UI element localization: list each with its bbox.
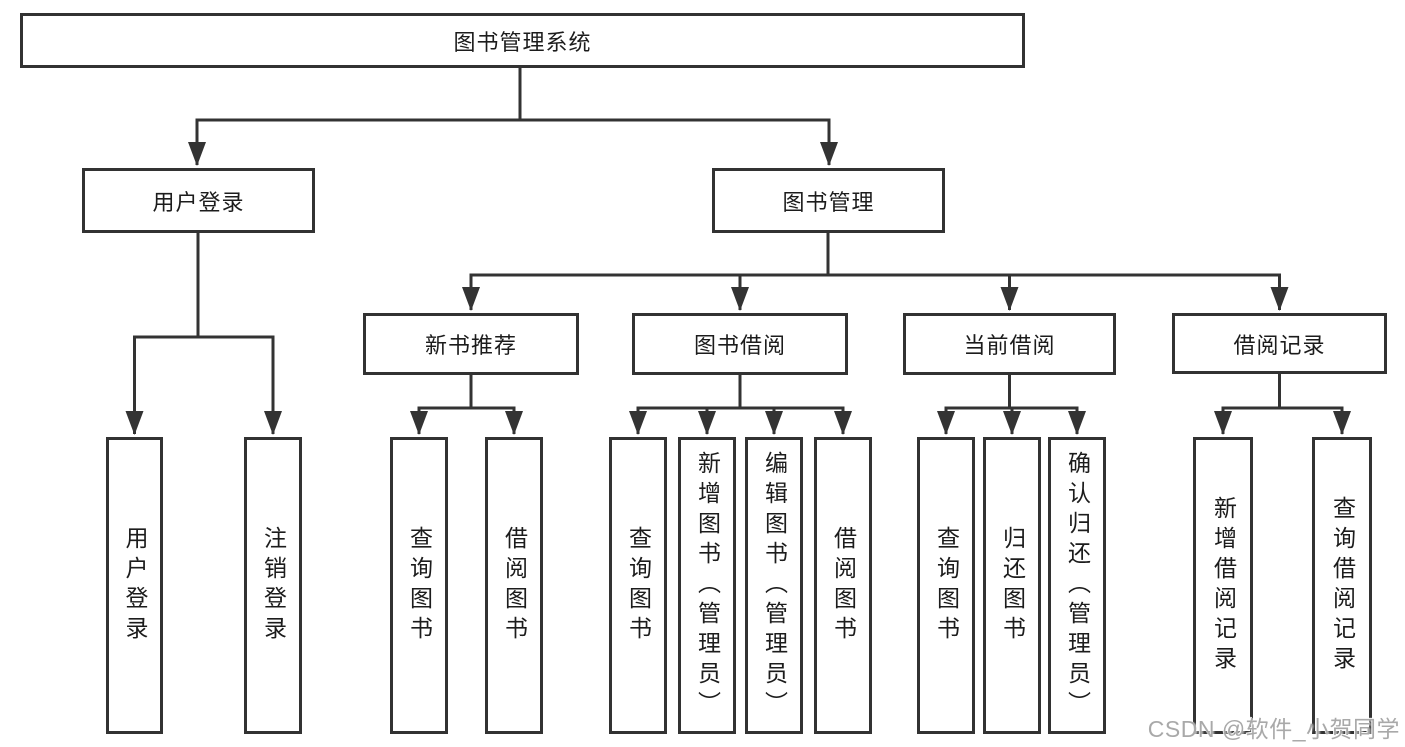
node-label: 图书借阅 bbox=[693, 333, 786, 358]
node-borrow-record: 借阅记录 bbox=[1172, 313, 1387, 374]
leaf-logout: 注销登录 bbox=[244, 437, 302, 734]
leaf-label: 新增借阅记录 bbox=[1210, 495, 1237, 676]
node-label: 新书推荐 bbox=[424, 333, 517, 358]
leaf-label: 编辑图书（管理员） bbox=[761, 450, 788, 721]
leaf-label: 归还图书 bbox=[999, 525, 1026, 646]
leaf-add-borrow-record: 新增借阅记录 bbox=[1193, 437, 1253, 734]
node-label: 当前借阅 bbox=[963, 333, 1056, 358]
leaf-label: 用户登录 bbox=[122, 525, 148, 646]
node-library-management-system: 图书管理系统 bbox=[20, 13, 1025, 68]
leaf-query-books-borrow: 查询图书 bbox=[609, 437, 667, 734]
node-label: 图书管理 bbox=[782, 189, 875, 215]
csdn-watermark: CSDN @软件_小贺同学 bbox=[1147, 716, 1400, 742]
leaf-add-book-admin: 新增图书（管理员） bbox=[678, 437, 736, 734]
node-label: 图书管理系统 bbox=[453, 29, 592, 55]
leaf-user-login: 用户登录 bbox=[106, 437, 163, 734]
leaf-label: 新增图书（管理员） bbox=[694, 450, 721, 721]
leaf-query-books-current: 查询图书 bbox=[917, 437, 975, 734]
leaf-label: 查询图书 bbox=[933, 525, 960, 646]
leaf-label: 确认归还（管理员） bbox=[1064, 450, 1091, 721]
node-new-book-recommend: 新书推荐 bbox=[363, 313, 579, 375]
node-label: 借阅记录 bbox=[1233, 332, 1326, 358]
leaf-borrow-books-borrow: 借阅图书 bbox=[814, 437, 872, 734]
node-label: 用户登录 bbox=[152, 189, 245, 215]
node-user-login: 用户登录 bbox=[82, 168, 315, 233]
node-current-borrow: 当前借阅 bbox=[903, 313, 1116, 375]
leaf-label: 注销登录 bbox=[260, 525, 287, 646]
node-book-management: 图书管理 bbox=[712, 168, 945, 233]
leaf-return-book: 归还图书 bbox=[983, 437, 1041, 734]
leaf-label: 查询图书 bbox=[406, 525, 433, 646]
leaf-label: 借阅图书 bbox=[501, 525, 528, 646]
leaf-query-books-newbook: 查询图书 bbox=[390, 437, 448, 734]
leaf-label: 借阅图书 bbox=[830, 525, 857, 646]
leaf-label: 查询图书 bbox=[625, 525, 652, 646]
leaf-edit-book-admin: 编辑图书（管理员） bbox=[745, 437, 803, 734]
node-book-borrow: 图书借阅 bbox=[632, 313, 848, 375]
leaf-label: 查询借阅记录 bbox=[1329, 495, 1356, 676]
leaf-borrow-books-newbook: 借阅图书 bbox=[485, 437, 543, 734]
leaf-query-borrow-record: 查询借阅记录 bbox=[1312, 437, 1372, 734]
leaf-confirm-return-admin: 确认归还（管理员） bbox=[1048, 437, 1106, 734]
